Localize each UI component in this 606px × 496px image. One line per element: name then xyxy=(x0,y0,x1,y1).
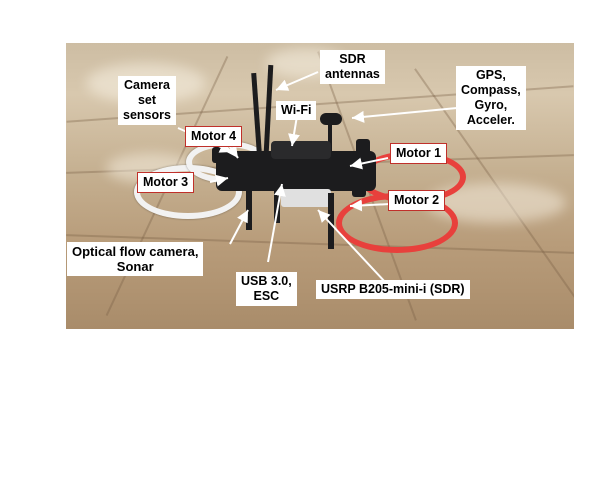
label-motor-3: Motor 3 xyxy=(137,172,195,193)
label-motor-4: Motor 4 xyxy=(185,126,243,147)
label-camera-sensors: Camera set sensors xyxy=(118,76,176,125)
label-motor-1: Motor 1 xyxy=(390,143,448,164)
gps-module xyxy=(320,113,342,125)
motor-1 xyxy=(356,139,370,159)
label-gps-sensors: GPS, Compass, Gyro, Acceler. xyxy=(456,66,526,130)
label-usb-esc: USB 3.0, ESC xyxy=(236,272,297,306)
usrp-board xyxy=(281,189,331,207)
landing-leg xyxy=(246,188,252,230)
label-optical-flow: Optical flow camera, Sonar xyxy=(67,242,204,276)
label-wifi: Wi-Fi xyxy=(276,101,317,120)
motor-2 xyxy=(352,175,366,197)
landing-leg xyxy=(328,193,334,249)
label-sdr-antennas: SDR antennas xyxy=(320,50,385,84)
label-usrp: USRP B205-mini-i (SDR) xyxy=(316,280,470,299)
label-motor-2: Motor 2 xyxy=(388,190,446,211)
